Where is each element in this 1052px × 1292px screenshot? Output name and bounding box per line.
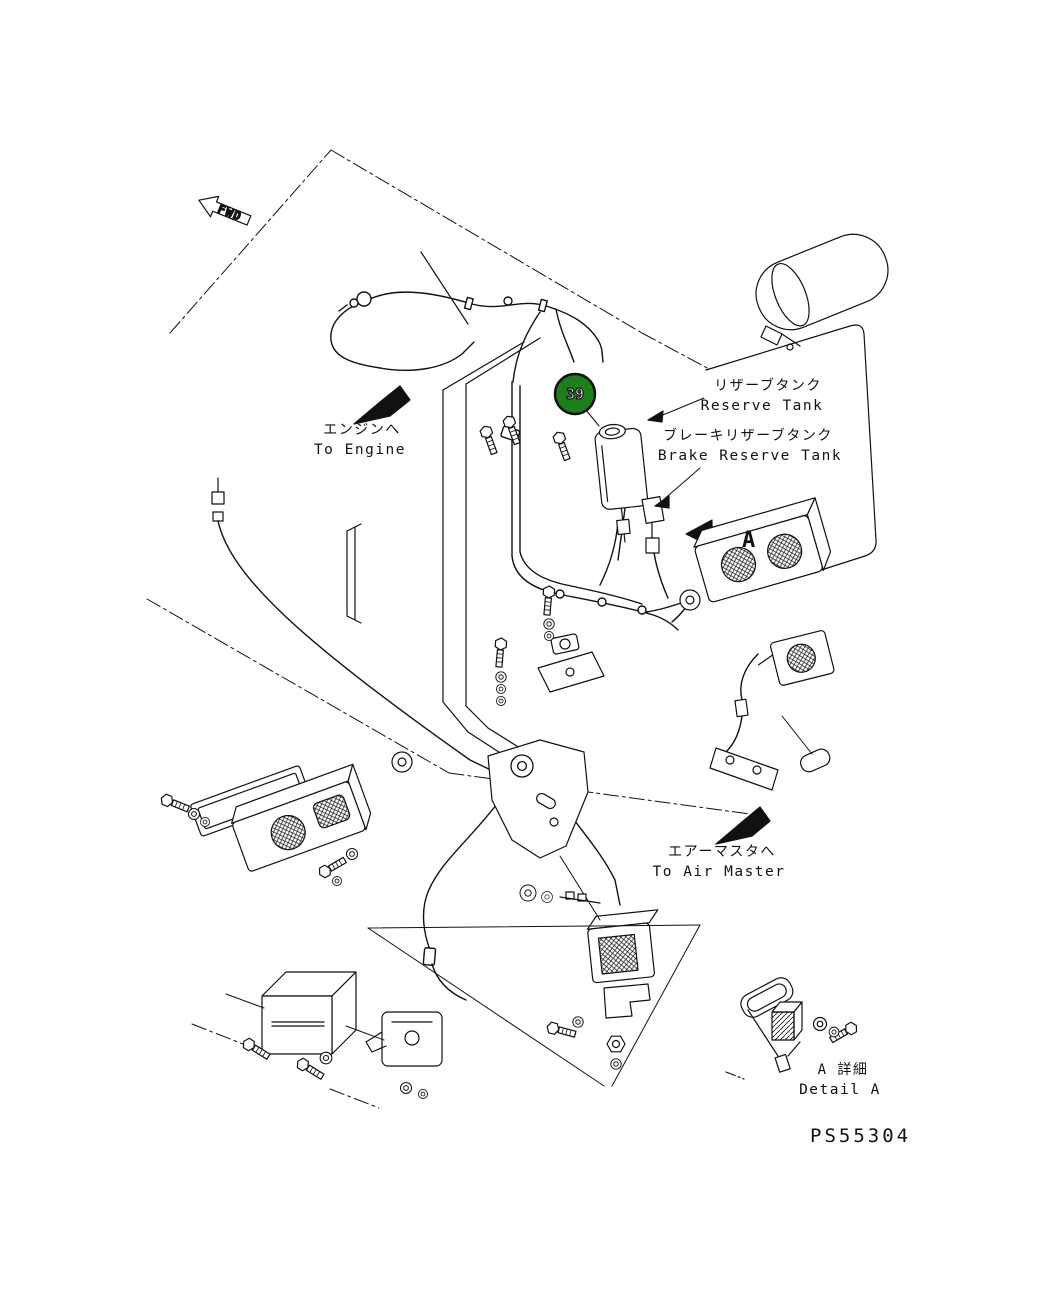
hex-nut [606, 1035, 626, 1053]
wiring-harness-main [500, 381, 690, 631]
wiring-harness-lower [422, 799, 621, 1001]
detail-a-label-jp: A 詳細 [818, 1062, 869, 1078]
channel-bracket [346, 523, 362, 624]
lamp-bottom-center [586, 909, 659, 984]
section-a-label: A [742, 528, 755, 553]
right-panel [705, 324, 877, 581]
reserve-tank-label-jp: リザーブタンク [714, 377, 822, 394]
leader-lines [225, 397, 813, 1087]
right-lamp-cable-bracket [709, 653, 831, 791]
lamp-small-right [757, 630, 835, 686]
to-air-master-label-en: To Air Master [653, 864, 786, 880]
callout-39-number: 39 [566, 385, 584, 403]
drawing-number: PS55304 [810, 1125, 911, 1147]
brake-reserve-tank-valve [641, 496, 665, 554]
detail-a-label-en: Detail A [799, 1082, 881, 1098]
to-air-master-label-jp: エアーマスタへ [668, 844, 776, 860]
brake-reserve-tank-label-jp: ブレーキリザーブタンク [663, 427, 833, 444]
leader-arrowhead-brake [654, 495, 670, 509]
lamp-assembly-left [231, 763, 372, 872]
to-engine-label-en: To Engine [314, 442, 406, 458]
to-air-master-arrow-icon [715, 806, 771, 845]
relay-box [261, 971, 357, 1055]
harness-clamp-plates [537, 633, 605, 693]
detail-a-parts [725, 977, 803, 1080]
air-tank [755, 233, 889, 331]
lamp-assembly-right [693, 497, 832, 603]
diagram-labels: リザーブタンク Reserve Tank ブレーキリザーブタンク Brake R… [314, 377, 911, 1147]
callout-39[interactable]: 39 [553, 372, 597, 416]
to-engine-arrow-icon [353, 385, 411, 425]
wiring-harness-top [330, 291, 604, 383]
brake-reserve-tank-label-en: Brake Reserve Tank [658, 448, 842, 464]
lamp-bottom-bracket [603, 983, 651, 1019]
left-tube [211, 477, 525, 787]
firewall-panel [420, 251, 541, 757]
leader-arrowhead-reserve [647, 410, 664, 423]
inline-connector [559, 891, 601, 904]
reserve-tank [594, 423, 649, 543]
to-engine-label-jp: エンジンへ [323, 422, 401, 438]
reserve-tank-label-en: Reserve Tank [701, 398, 824, 414]
